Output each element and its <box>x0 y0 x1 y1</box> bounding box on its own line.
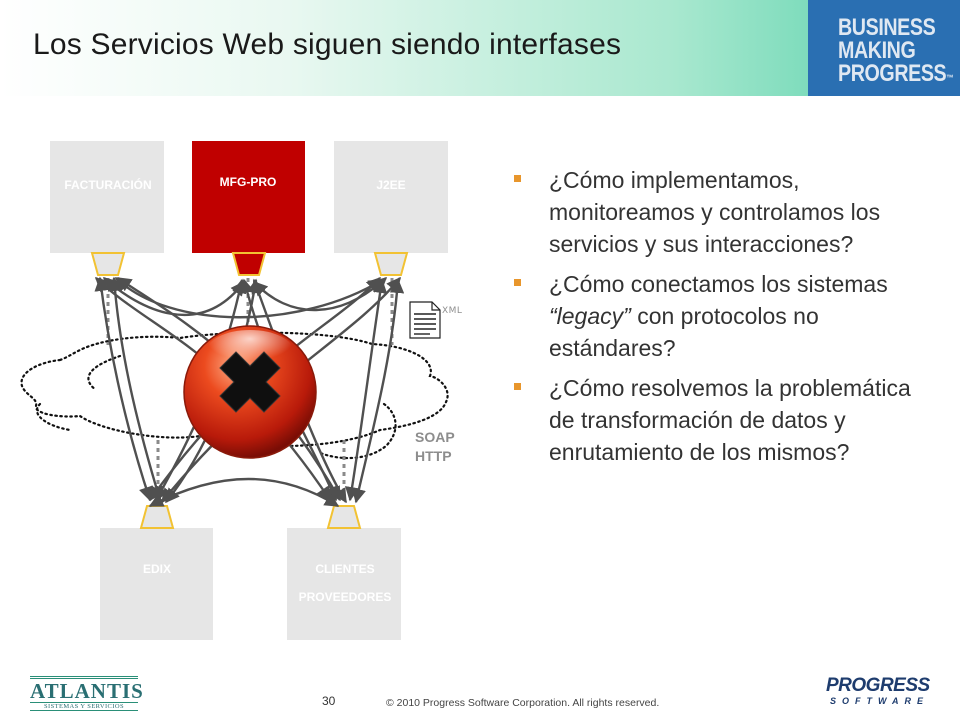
progress-logo-sub: SOFTWARE <box>830 696 929 706</box>
copyright-notice: © 2010 Progress Software Corporation. Al… <box>386 697 660 709</box>
list-item: ¿Cómo resolvemos la problemática de tran… <box>512 372 932 468</box>
slide-header: Los Servicios Web siguen siendo interfas… <box>0 0 960 96</box>
brand-line-3: PROGRESS™ <box>838 60 954 90</box>
bullet-square-icon <box>514 383 521 390</box>
protocol-http: HTTP <box>415 448 452 464</box>
bullet-square-icon <box>514 279 521 286</box>
document-icon <box>409 301 441 339</box>
progress-logo-main: PROGRESS <box>826 675 930 696</box>
system-box <box>100 528 213 640</box>
system-j2ee: J2EE <box>334 141 448 253</box>
brand-line-1: BUSINESS <box>838 14 936 41</box>
system-box-highlight <box>192 141 305 253</box>
red-x-icon <box>183 325 317 459</box>
system-box <box>50 141 164 253</box>
bullet-text-2-pre: ¿Cómo conectamos los sistemas <box>549 271 888 297</box>
bullet-text-3: ¿Cómo resolvemos la problemática de tran… <box>549 375 911 465</box>
bullet-text-1: ¿Cómo implementamos, monitoreamos y cont… <box>549 167 881 257</box>
system-clientes-proveedores: CLIENTES PROVEEDORES <box>287 528 401 640</box>
list-item: ¿Cómo implementamos, monitoreamos y cont… <box>512 164 932 260</box>
progress-software-logo: PROGRESS SOFTWARE <box>826 676 936 710</box>
brand-line-3-text: PROGRESS <box>838 60 947 87</box>
system-mfgpro: MFG-PRO <box>192 141 305 253</box>
connectors <box>90 252 409 529</box>
business-making-progress-logo: BUSINESS MAKING PROGRESS™ <box>808 0 960 96</box>
system-label-proveedores: PROVEEDORES <box>299 590 392 604</box>
bullet-text-2-em: “legacy” <box>549 303 631 329</box>
bullet-text-2-post: con protocolos no estándares? <box>549 303 819 361</box>
system-label-j2ee: J2EE <box>376 178 405 192</box>
brand-line-2: MAKING <box>838 37 916 64</box>
atlantis-logo-main: ATLANTIS <box>30 676 143 702</box>
slide-title: Los Servicios Web siguen siendo interfas… <box>33 28 622 61</box>
system-facturacion: FACTURACIÓN <box>50 141 164 253</box>
system-box <box>287 528 401 640</box>
xml-label: XML <box>442 306 463 316</box>
system-edix: EDIX <box>100 528 213 640</box>
system-label-edix: EDIX <box>143 562 171 576</box>
atlantis-logo: ATLANTIS SISTEMAS Y SERVICIOS <box>30 676 143 711</box>
bullet-square-icon <box>514 175 521 182</box>
question-list: ¿Cómo implementamos, monitoreamos y cont… <box>512 164 932 476</box>
system-label-clientes: CLIENTES <box>315 562 374 576</box>
protocol-soap: SOAP <box>415 429 455 445</box>
system-label-mfgpro: MFG-PRO <box>220 175 277 189</box>
protocol-labels: SOAP HTTP <box>415 428 455 466</box>
system-box <box>334 141 448 253</box>
list-item: ¿Cómo conectamos los sistemas “legacy” c… <box>512 268 932 364</box>
integration-diagram: FACTURACIÓN MFG-PRO J2EE EDIX CLIENTES P… <box>20 141 449 640</box>
interaction-arrows <box>94 276 405 508</box>
brand-tm: ™ <box>946 73 954 83</box>
atlantis-logo-sub: SISTEMAS Y SERVICIOS <box>30 702 138 711</box>
page-number: 30 <box>322 694 336 708</box>
system-label-facturacion: FACTURACIÓN <box>64 177 151 192</box>
